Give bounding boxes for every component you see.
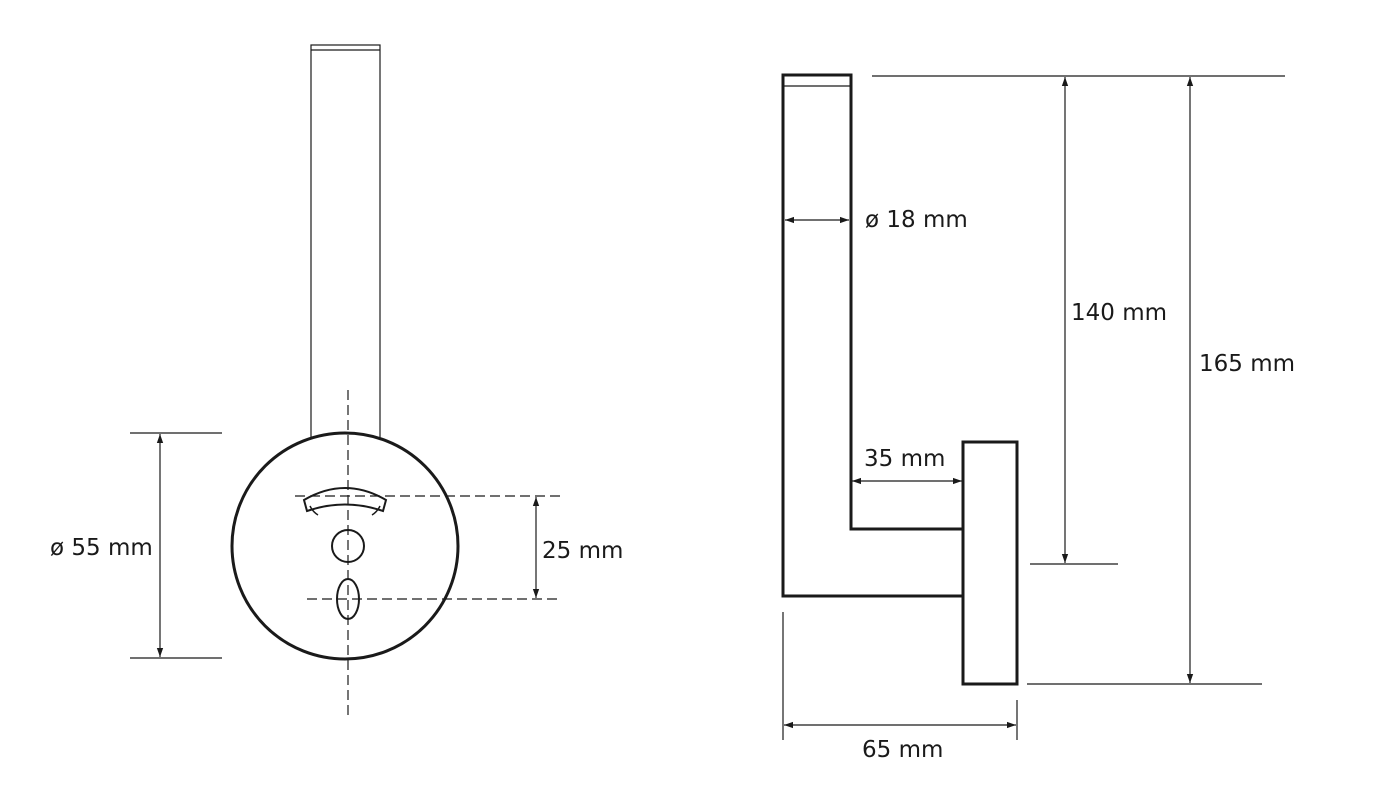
depth-65-label: 65 mm bbox=[862, 737, 943, 763]
slot-edge-left bbox=[309, 505, 319, 516]
length-140-label: 140 mm bbox=[1071, 300, 1167, 326]
side-holder-profile bbox=[781, 73, 965, 598]
offset-35-label: 35 mm bbox=[864, 446, 945, 472]
front-view: ø 55 mm 25 mm bbox=[50, 44, 623, 715]
side-view: ø 18 mm 35 mm 140 mm 165 mm 65 mm bbox=[781, 73, 1295, 763]
front-rod bbox=[310, 44, 381, 446]
mounting-slot bbox=[302, 487, 388, 513]
height-165-label: 165 mm bbox=[1199, 351, 1295, 377]
side-rosette bbox=[961, 440, 1019, 686]
front-rosette bbox=[230, 431, 460, 661]
slot-edge-right bbox=[371, 505, 381, 516]
diameter-55-label: ø 55 mm bbox=[50, 535, 153, 561]
spacing-25-label: 25 mm bbox=[542, 538, 623, 564]
diameter-18-label: ø 18 mm bbox=[865, 207, 968, 233]
